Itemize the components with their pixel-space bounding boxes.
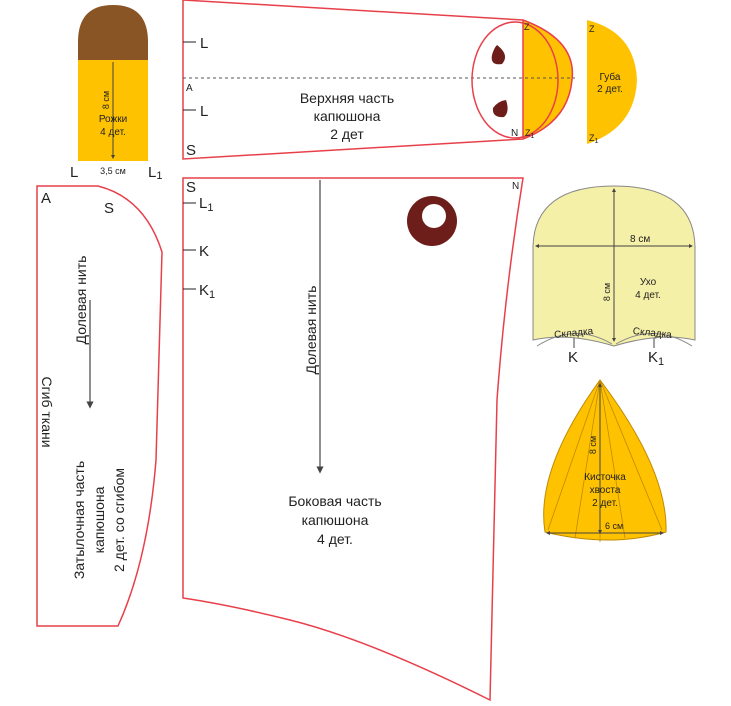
- horn-width-label: 3,5 см: [100, 166, 126, 176]
- back-corner-s: S: [104, 200, 114, 217]
- lip-title: Губа: [600, 71, 621, 83]
- lip-shape: [587, 20, 637, 144]
- top-part-count: 2 дет: [330, 126, 364, 142]
- nose-circle-outline: [471, 21, 559, 139]
- back-title-2: капюшона: [91, 486, 107, 553]
- side-part-outline: [182, 177, 524, 702]
- horn-piece: 8 см Рожки 4 дет. 3,5 см L L1: [70, 5, 162, 182]
- nostril-bottom: [492, 100, 508, 118]
- side-mark-k: K: [199, 243, 209, 260]
- ear-k1-label: K1: [648, 349, 664, 368]
- horn-title: Рожки: [99, 114, 127, 125]
- top-mark-l-1: L: [200, 35, 208, 52]
- side-title-2: капюшона: [302, 512, 369, 528]
- top-part-piece: L A L S Верхняя часть капюшона 2 дет Z N…: [182, 0, 575, 160]
- back-corner-a: A: [41, 190, 51, 207]
- side-mark-l1: L1: [199, 195, 213, 214]
- ear-title: Ухо: [640, 277, 657, 288]
- top-z-label: Z: [524, 22, 530, 32]
- tail-count: 2 дет.: [592, 498, 618, 509]
- nostril-top: [491, 45, 506, 65]
- ear-fold-arc: [536, 333, 693, 347]
- ear-height-label: 8 см: [602, 283, 612, 301]
- back-title-3: 2 дет. со сгибом: [111, 468, 127, 572]
- side-grain-label: Долевая нить: [303, 286, 319, 375]
- top-part-yellow-tab: [523, 20, 573, 139]
- lip-z-label: Z: [589, 24, 595, 34]
- top-n-label: N: [511, 128, 518, 139]
- ear-fold-left: Складка: [554, 326, 594, 341]
- tail-title-2: хвоста: [590, 485, 621, 496]
- ear-fold-right: Складка: [632, 326, 672, 341]
- tail-height-label: 8 см: [588, 436, 598, 454]
- horn-height-label: 8 см: [101, 91, 111, 109]
- top-mark-a: A: [186, 83, 193, 94]
- back-grain-label: Долевая нить: [73, 256, 89, 345]
- side-corner-n: N: [512, 181, 519, 192]
- tail-title-1: Кисточка: [584, 472, 626, 483]
- ear-count: 4 дет.: [635, 290, 661, 301]
- ear-k-label: K: [568, 349, 578, 366]
- tail-piece: 8 см Кисточка хвоста 2 дет. 6 см: [543, 379, 667, 542]
- back-part-outline: [36, 185, 163, 627]
- side-title-3: 4 дет.: [317, 531, 353, 547]
- side-part-piece: S N L1 K K1 Долевая нить Боковая часть к…: [182, 177, 524, 702]
- back-title-1: Затылочная часть: [71, 461, 87, 579]
- side-title-1: Боковая часть: [288, 493, 381, 509]
- ear-width-label: 8 см: [630, 234, 650, 245]
- back-part-piece: A S Долевая нить Сгиб ткани Затылочная ч…: [36, 185, 163, 627]
- lip-count: 2 дет.: [597, 84, 623, 95]
- lip-piece: Z Губа 2 дет. Z1: [587, 20, 637, 145]
- top-mark-l-2: L: [200, 103, 208, 120]
- top-part-outline: [182, 0, 574, 160]
- lip-z1-label: Z1: [589, 133, 599, 145]
- top-z1-label: Z1: [525, 128, 535, 140]
- horn-corner-l: L: [70, 164, 78, 181]
- tail-shape: [543, 379, 667, 541]
- eye-pupil: [422, 204, 446, 228]
- back-fold-label: Сгиб ткани: [39, 376, 55, 447]
- top-part-title-1: Верхняя часть: [300, 90, 394, 106]
- side-mark-k1: K1: [199, 282, 215, 301]
- horn-brown-tip: [78, 5, 148, 60]
- horn-corner-l1: L1: [148, 164, 162, 182]
- side-corner-s: S: [186, 179, 196, 196]
- top-part-title-2: капюшона: [314, 108, 381, 124]
- ear-piece: 8 см 8 см Ухо 4 дет. Складка Складка K K…: [532, 185, 696, 368]
- top-mark-s: S: [186, 142, 196, 159]
- tail-width-label: 6 см: [605, 521, 623, 531]
- horn-count: 4 дет.: [100, 127, 126, 138]
